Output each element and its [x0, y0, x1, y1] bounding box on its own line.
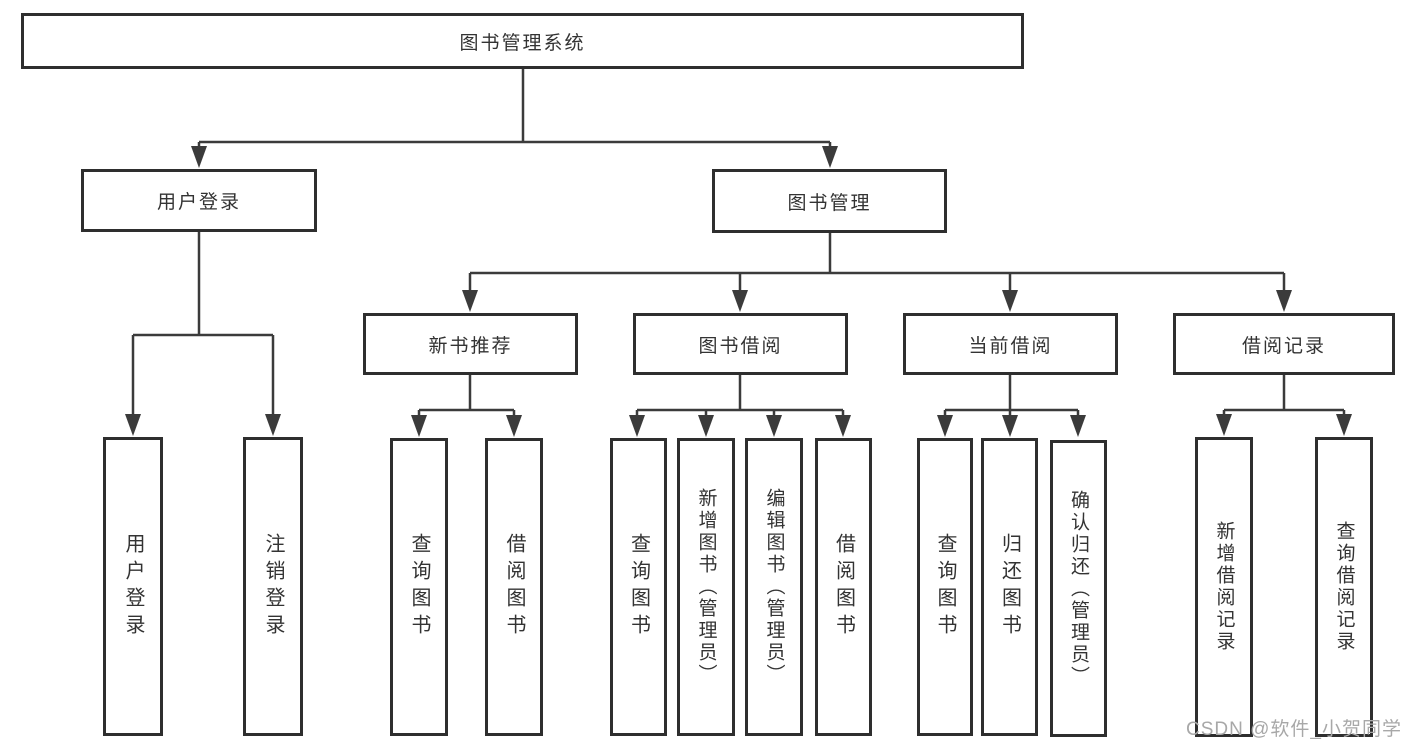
node-label: 编辑图书（管理员）	[763, 488, 785, 686]
arrow-down-icon	[265, 414, 281, 436]
arrow-down-icon	[629, 415, 645, 437]
connector-root-to-level1	[197, 69, 832, 150]
leaf-add-books-admin: 新增图书（管理员）	[677, 438, 735, 736]
leaf-query-books-1: 查询图书	[390, 438, 448, 736]
arrow-down-icon	[1336, 414, 1352, 436]
node-book-management-module: 图书管理	[712, 169, 947, 233]
arrow-down-icon	[191, 146, 207, 168]
leaf-return-books: 归还图书	[981, 438, 1038, 736]
leaf-add-borrow-record: 新增借阅记录	[1195, 437, 1253, 737]
leaf-query-books-2: 查询图书	[610, 438, 667, 736]
arrow-down-icon	[1002, 290, 1018, 312]
node-label: 当前借阅	[968, 335, 1053, 357]
node-new-book-recommend: 新书推荐	[363, 313, 578, 375]
node-label: 注销登录	[262, 532, 284, 641]
node-user-login-module: 用户登录	[81, 169, 317, 232]
leaf-user-login: 用户登录	[103, 437, 163, 736]
node-label: 查询图书	[627, 533, 650, 641]
arrow-down-icon	[462, 290, 478, 312]
node-label: 新书推荐	[428, 335, 513, 357]
arrow-down-icon	[506, 415, 522, 437]
node-label: 确认归还（管理员）	[1068, 489, 1089, 688]
node-label: 图书借阅	[698, 335, 783, 357]
connector-current-borrow-to-leaves	[943, 375, 1080, 418]
csdn-watermark: CSDN @软件_小贺同学	[1186, 719, 1402, 740]
leaf-edit-books-admin: 编辑图书（管理员）	[745, 438, 803, 736]
node-label: 用户登录	[156, 192, 241, 213]
node-label: 图书管理系统	[459, 32, 586, 54]
connector-user-login-to-leaves	[131, 232, 275, 417]
arrow-down-icon	[835, 415, 851, 437]
leaf-confirm-return-admin: 确认归还（管理员）	[1050, 440, 1107, 737]
arrow-down-icon	[822, 146, 838, 168]
node-label: 用户登录	[122, 532, 144, 641]
node-label: 新增图书（管理员）	[695, 488, 717, 686]
arrow-down-icon	[125, 414, 141, 436]
node-book-borrowing: 图书借阅	[633, 313, 848, 375]
leaf-logout: 注销登录	[243, 437, 303, 736]
node-library-management-system: 图书管理系统	[21, 13, 1024, 69]
connector-borrow-records-to-leaves	[1222, 375, 1346, 418]
leaf-query-borrow-record: 查询借阅记录	[1315, 437, 1373, 737]
arrow-down-icon	[1216, 414, 1232, 436]
leaf-query-books-3: 查询图书	[917, 438, 973, 736]
node-label: 查询借阅记录	[1333, 521, 1355, 653]
node-label: 借阅记录	[1241, 335, 1326, 357]
node-borrowing-records: 借阅记录	[1173, 313, 1395, 375]
arrow-down-icon	[411, 415, 427, 437]
connector-book-borrow-to-leaves	[635, 375, 845, 418]
arrow-down-icon	[766, 415, 782, 437]
arrow-down-icon	[732, 290, 748, 312]
arrow-down-icon	[698, 415, 714, 437]
node-label: 图书管理	[787, 192, 872, 214]
node-label: 借阅图书	[503, 533, 525, 641]
node-label: 借阅图书	[832, 533, 855, 641]
connector-new-books-to-leaves	[417, 375, 516, 418]
node-label: 查询图书	[408, 533, 430, 641]
leaf-borrow-books-2: 借阅图书	[815, 438, 872, 736]
arrow-down-icon	[937, 415, 953, 437]
node-label: 归还图书	[998, 533, 1021, 641]
arrow-down-icon	[1276, 290, 1292, 312]
node-label: 新增借阅记录	[1213, 521, 1235, 653]
node-current-borrowing: 当前借阅	[903, 313, 1118, 375]
leaf-borrow-books-1: 借阅图书	[485, 438, 543, 736]
arrow-down-icon	[1002, 415, 1018, 437]
arrowheads	[125, 146, 1352, 437]
arrow-down-icon	[1070, 415, 1086, 437]
connector-book-management-to-level2	[468, 233, 1286, 294]
node-label: 查询图书	[934, 533, 956, 641]
